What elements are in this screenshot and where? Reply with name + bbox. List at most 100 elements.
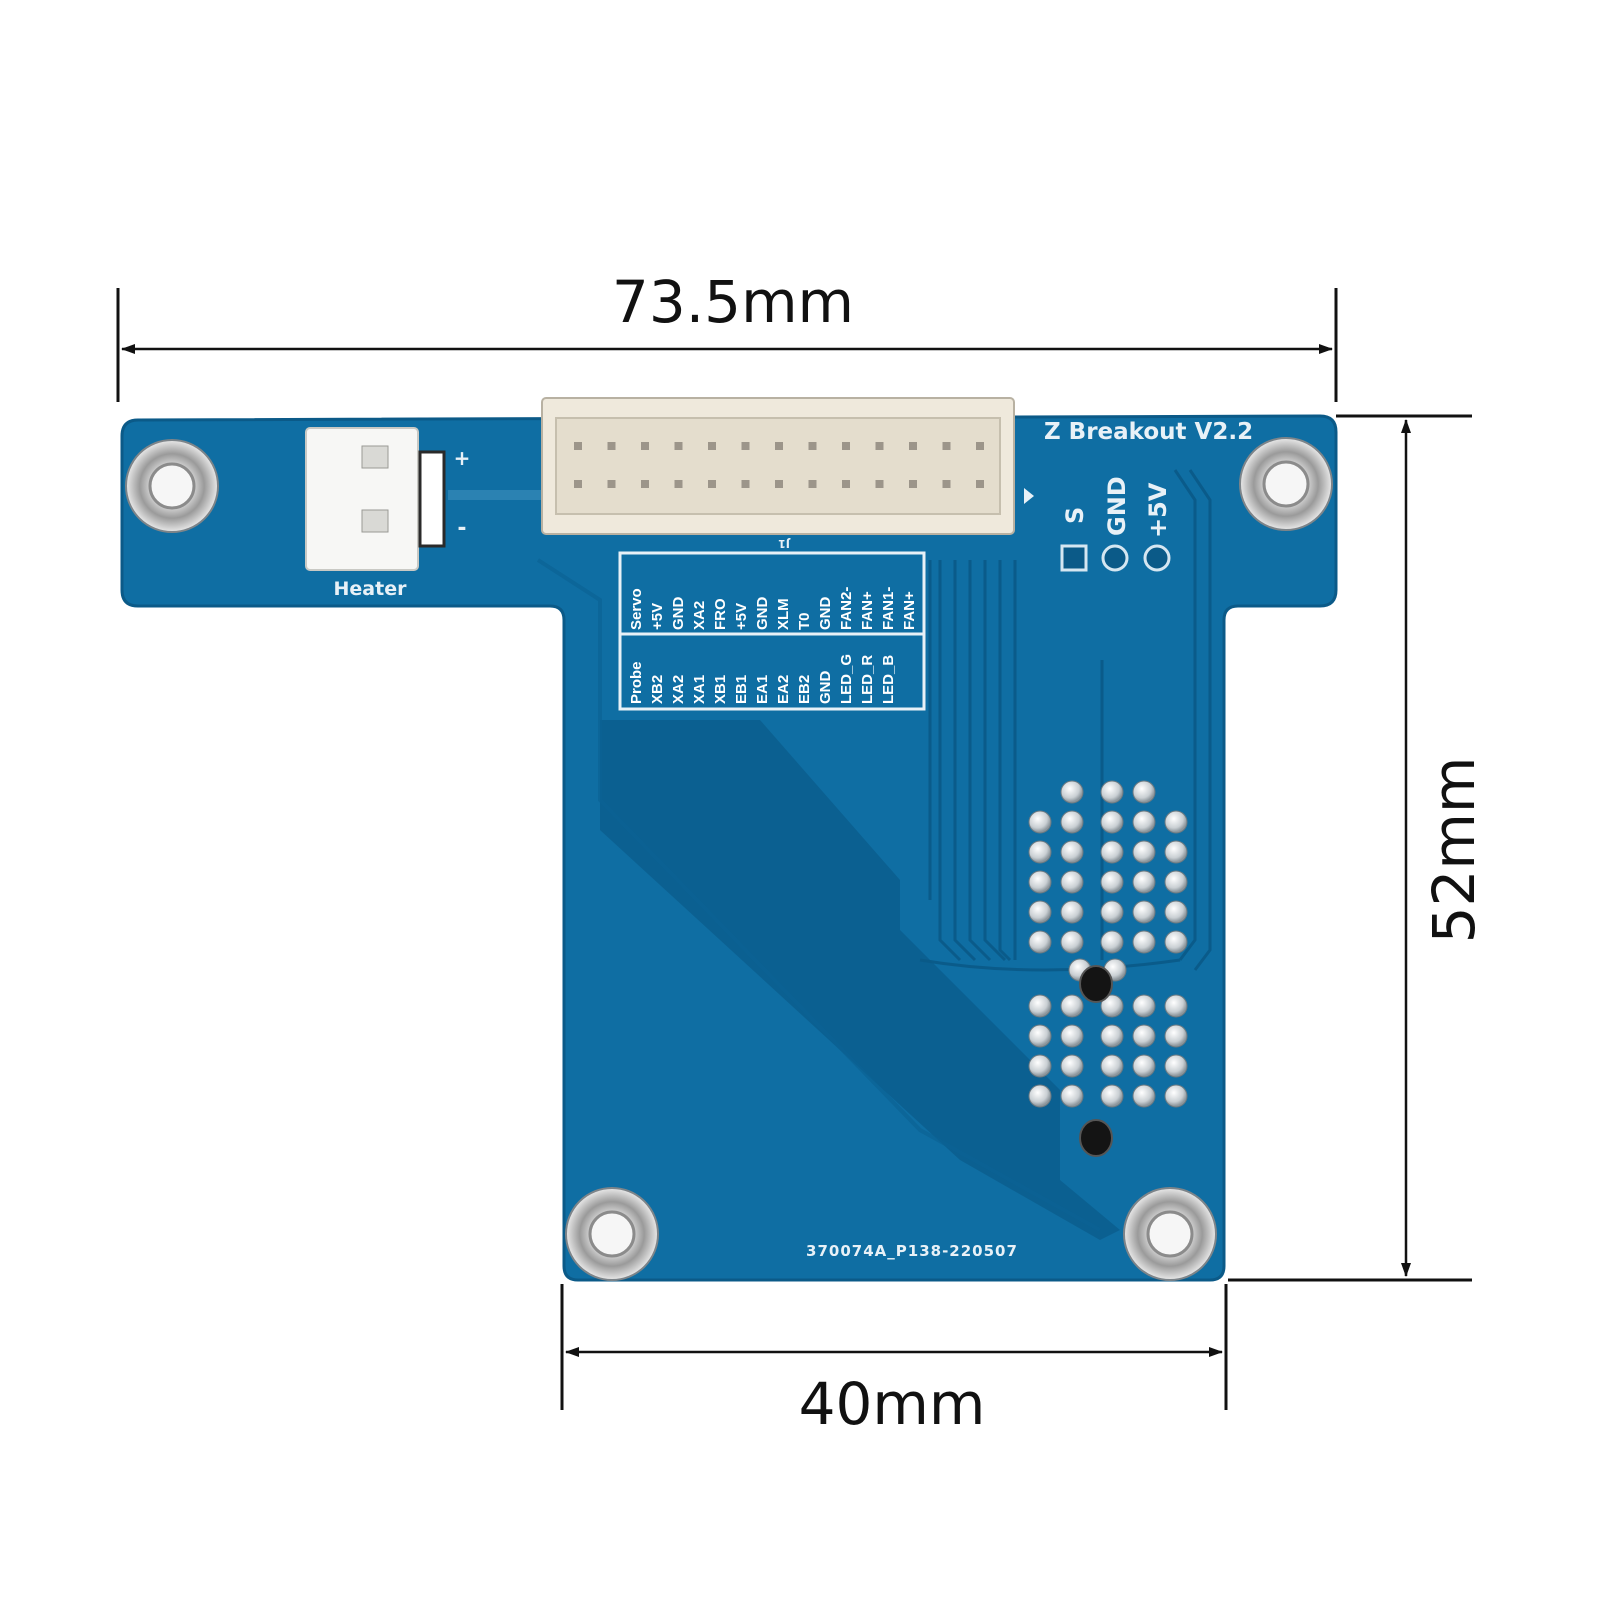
via [1060, 810, 1084, 834]
header-pad-s [1060, 544, 1088, 572]
main-connector: J1 [541, 397, 1034, 550]
via [1060, 780, 1084, 804]
header-pad-5v [1143, 544, 1171, 572]
dimension-label-width-bottom: 40mm [799, 1370, 986, 1438]
connector-pin [909, 480, 917, 488]
via [1060, 930, 1084, 954]
dimension-height: 52mm [1228, 414, 1488, 1282]
via [1028, 930, 1052, 954]
via [1100, 870, 1124, 894]
black-component-top [1079, 965, 1113, 1003]
connector-pin [808, 480, 817, 488]
via [1028, 1054, 1052, 1078]
pinout-label: EA2 [775, 675, 792, 704]
via [1164, 994, 1188, 1018]
via-cluster [1028, 780, 1188, 1108]
signal-header: S GND +5V [1060, 476, 1172, 572]
via [1028, 994, 1052, 1018]
black-components [1079, 965, 1113, 1157]
pinout-label: XB2 [649, 675, 666, 704]
pcb-board: + - Heater J1 Z Breakout V2.2 S GND +5V [120, 397, 1338, 1282]
via [1132, 1054, 1156, 1078]
connector-pin [708, 442, 716, 450]
pinout-label: XA1 [691, 675, 708, 704]
connector-pin [574, 480, 582, 488]
via [1100, 994, 1124, 1018]
pinout-label: XB1 [712, 675, 729, 704]
via [1060, 870, 1084, 894]
pinout-label: EB1 [733, 675, 750, 704]
connector-pin [641, 480, 649, 488]
connector-pin [708, 480, 716, 488]
pinout-label: +5V [649, 603, 666, 630]
pinout-label: GND [817, 597, 834, 631]
pinout-label: EA1 [754, 675, 771, 704]
dimension-width-bottom: 40mm [560, 1284, 1228, 1438]
heater-minus-label: - [457, 516, 466, 541]
mounting-hole-top-right [1239, 437, 1333, 531]
connector-pin [674, 480, 683, 488]
pinout-label: FRO [712, 598, 729, 630]
connector-pin [909, 442, 917, 450]
via [1028, 1084, 1052, 1108]
connector-pin [741, 442, 750, 450]
connector-pin [942, 442, 951, 450]
pinout-label: FAN+ [901, 591, 918, 630]
via [1028, 840, 1052, 864]
connector-pin [976, 442, 984, 450]
heater-label: Heater [334, 578, 408, 600]
via [1132, 994, 1156, 1018]
pinout-label: T0 [796, 612, 813, 630]
dimension-label-width-total: 73.5mm [612, 268, 854, 336]
part-number: 370074A_P138-220507 [806, 1242, 1018, 1260]
heater-pin-bottom [361, 509, 389, 533]
via [1028, 810, 1052, 834]
via [1164, 870, 1188, 894]
via [1100, 900, 1124, 924]
via [1100, 1084, 1124, 1108]
connector-pin [607, 480, 616, 488]
via [1164, 930, 1188, 954]
pcb-traces [919, 469, 1212, 972]
via [1132, 810, 1156, 834]
connector-pin [775, 442, 783, 450]
connector-pin [607, 442, 616, 450]
heater-connector: + - Heater [305, 427, 471, 600]
connector-pins [574, 442, 984, 488]
header-pin-label-gnd: GND [1103, 476, 1131, 536]
pinout-label: Probe [628, 661, 645, 704]
pinout-label: FAN1- [880, 587, 897, 630]
pinout-label: XA2 [691, 601, 708, 630]
connector-pin [674, 442, 683, 450]
connector-pin [641, 442, 649, 450]
via [1060, 1054, 1084, 1078]
connector-pin [842, 442, 850, 450]
connector-pin [875, 442, 884, 450]
connector-pin [808, 442, 817, 450]
via [1132, 780, 1156, 804]
pinout-label: XA2 [670, 675, 687, 704]
board-title: Z Breakout V2.2 [1044, 419, 1253, 445]
via [1100, 840, 1124, 864]
pinout-label: LED_B [880, 655, 897, 704]
via [1132, 1024, 1156, 1048]
via [1164, 900, 1188, 924]
via [1100, 780, 1124, 804]
connector-pin [976, 480, 984, 488]
pinout-label: GND [754, 597, 771, 631]
header-pad-gnd [1101, 544, 1129, 572]
connector-ref-label: J1 [778, 537, 791, 550]
connector-pin [574, 442, 582, 450]
via [1132, 930, 1156, 954]
pinout-label: LED_R [859, 655, 876, 704]
heater-trace-stripe [448, 490, 544, 500]
heater-plus-label: + [454, 446, 471, 470]
pinout-label: Servo [628, 588, 645, 630]
via [1060, 1084, 1084, 1108]
pinout-label: FAN2- [838, 587, 855, 630]
dimension-width-total: 73.5mm [116, 268, 1338, 402]
header-pin-label-5v: +5V [1144, 482, 1172, 538]
mounting-holes [125, 437, 1333, 1281]
